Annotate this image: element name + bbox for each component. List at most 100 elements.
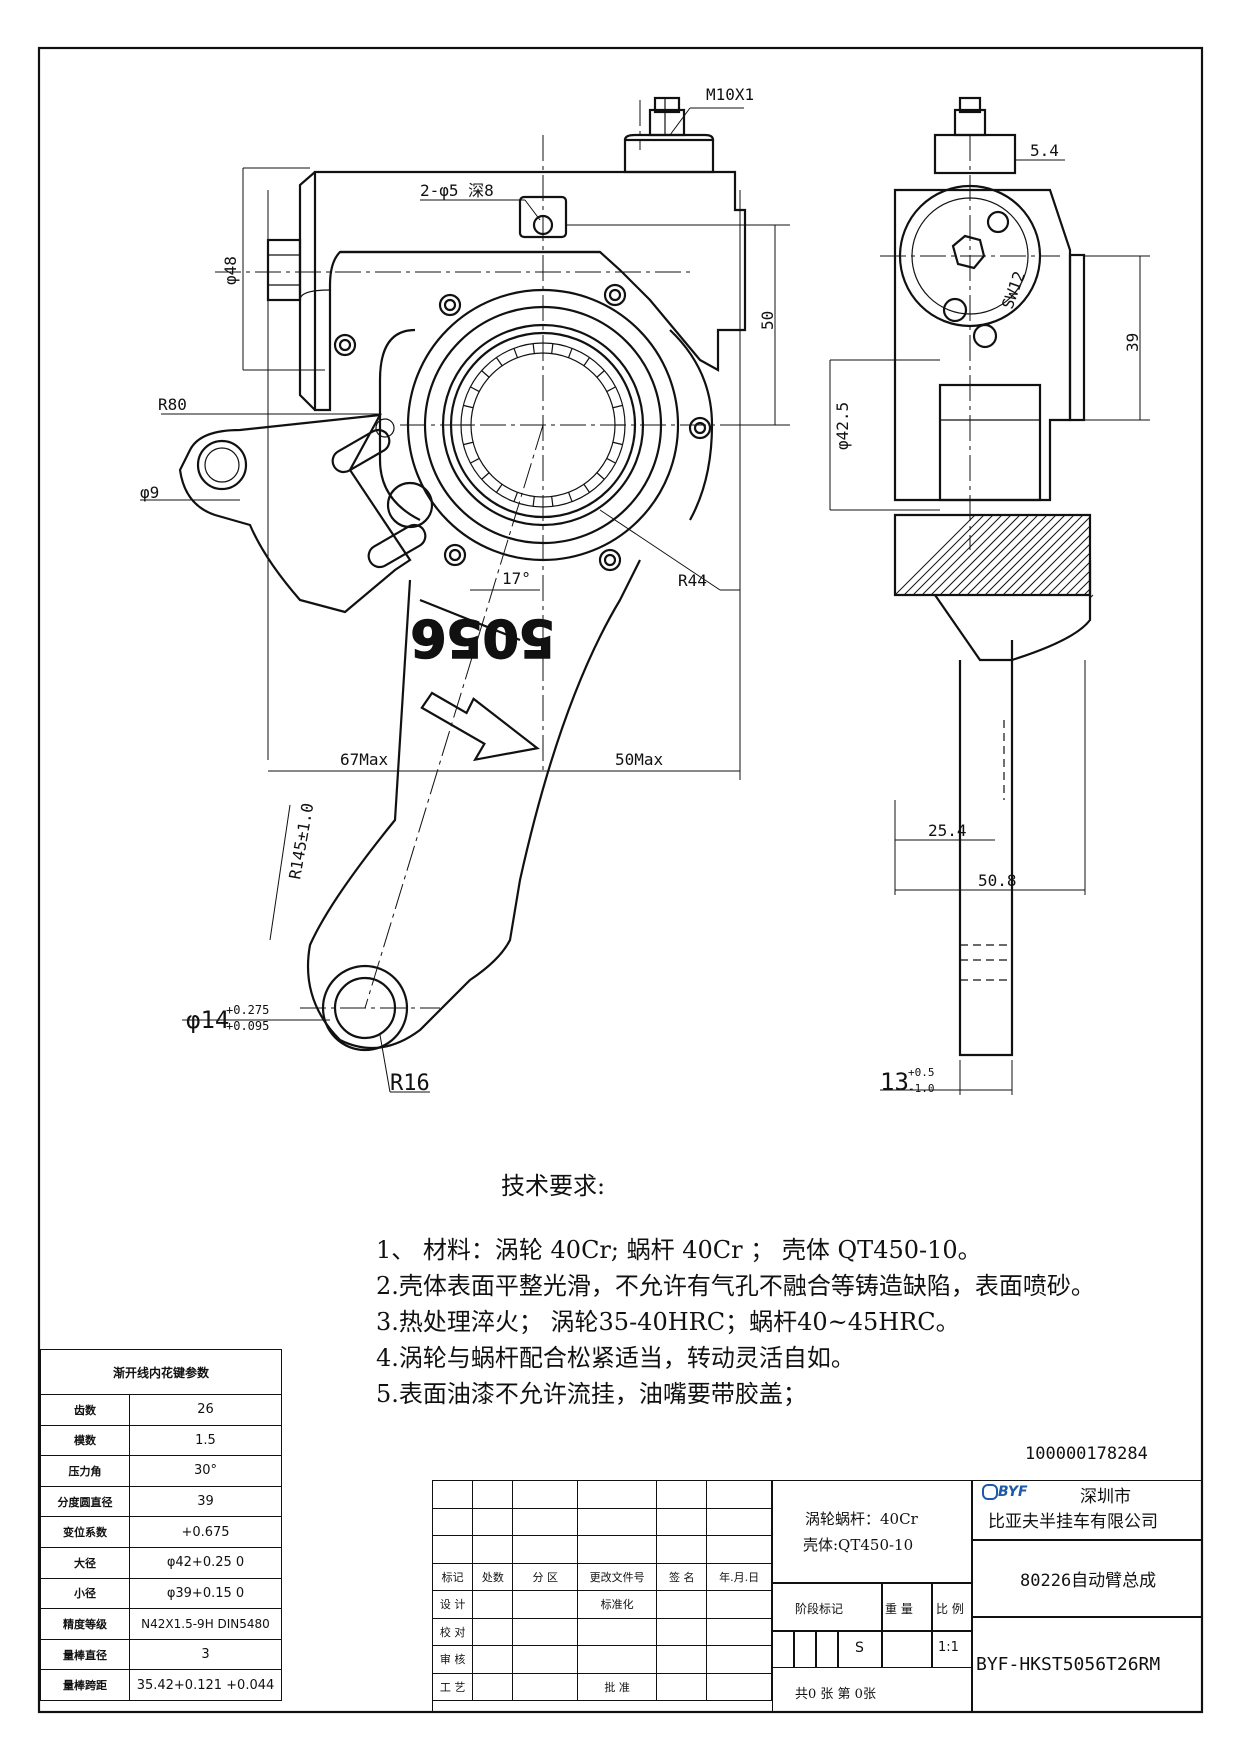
col-label: 年.月.日: [706, 1562, 772, 1591]
part-marking: 5056: [410, 607, 555, 667]
dim-25-4: 25.4: [928, 821, 967, 840]
spline-tooth: [481, 472, 490, 480]
dim-d14-lower: +0.095: [226, 1019, 269, 1033]
hatch-line: [894, 514, 976, 596]
part-name-box: [972, 1540, 1202, 1617]
dim-r16: R16: [390, 1071, 430, 1096]
spline-value: 35.42+0.121 +0.044: [129, 1669, 282, 1701]
row-label: 校 对: [431, 1617, 474, 1646]
hatch-line: [966, 514, 1048, 596]
dim-13-lower: -1.0: [908, 1082, 935, 1095]
material-box: [772, 1480, 972, 1583]
dim-r44: R44: [678, 571, 707, 590]
stage-cell: [838, 1631, 882, 1668]
hatch-line: [1038, 543, 1091, 596]
spline-tooth: [606, 457, 616, 464]
hatch-line: [1029, 534, 1091, 596]
dim-r80: R80: [158, 395, 187, 414]
spline-key: 精度等级: [40, 1608, 130, 1640]
spline-tooth: [583, 357, 591, 367]
approve-label: 批 准: [577, 1672, 658, 1701]
spline-key: 小径: [40, 1577, 130, 1610]
dim-d9: φ9: [140, 483, 159, 502]
section-hatch: [894, 514, 1094, 599]
bolt-icon: [438, 293, 462, 317]
note-item-2: 2.壳体表面平整光滑，不允许有气孔不融合等铸造缺陷，表面喷砂。: [376, 1272, 1095, 1300]
hatch-line: [912, 514, 994, 596]
dim-holes: 2-φ5 深8: [420, 181, 494, 200]
side-view: 5.4 SW12 39 φ42.5 25.4 50.8 13 +0.5 -1.0: [829, 96, 1150, 1096]
col-label: 更改文件号: [577, 1562, 658, 1591]
hatch-line: [1011, 516, 1091, 596]
spline-table-header: 渐开线内花键参数: [40, 1349, 282, 1395]
note-item-5: 5.表面油漆不允许流挂，油嘴要带胶盖；: [376, 1380, 807, 1408]
dim-d42-5: φ42.5: [833, 402, 852, 450]
spline-tooth: [481, 370, 490, 378]
material-line-1: 涡轮蜗杆：40Cr: [805, 1510, 918, 1528]
stage-label-cell: [772, 1583, 882, 1631]
spline-tooth: [532, 343, 535, 354]
dim-left-max: 67Max: [340, 750, 389, 769]
spline-value: φ39+0.15 0: [129, 1577, 282, 1610]
spline-value: +0.675: [129, 1516, 282, 1548]
bolt-icon: [443, 543, 467, 567]
spline-key: 变位系数: [40, 1516, 130, 1548]
spline-tooth: [596, 370, 605, 378]
weight-label: 重 量: [885, 1602, 913, 1616]
hatch-line: [903, 514, 985, 596]
stage-value: S: [855, 1640, 864, 1656]
company-logo: BYF: [982, 1484, 1028, 1500]
hatch-line: [975, 514, 1057, 596]
spline-tooth: [470, 457, 480, 464]
notes-title: 技术要求:: [501, 1172, 606, 1200]
bolt-icon: [333, 333, 357, 357]
revision-grid: 标记 处数 分 区 更改文件号 签 名 年.月.日 设 计 标准化 校 对 审 …: [431, 1480, 772, 1701]
spline-tooth: [596, 472, 605, 480]
hatch-line: [1074, 579, 1091, 596]
col-label: 标记: [431, 1562, 474, 1591]
logo-circle-icon: [982, 1484, 998, 1500]
spline-tooth: [532, 496, 535, 507]
spline-value: φ42+0.25 0: [129, 1546, 282, 1579]
stage-cell: [772, 1631, 794, 1668]
stage-cell: [816, 1631, 838, 1668]
row-label: 审 核: [431, 1645, 474, 1674]
spline-tooth: [495, 357, 503, 367]
spline-tooth: [612, 441, 623, 446]
dim-thread: M10X1: [706, 85, 754, 104]
drawing-no-box: [972, 1617, 1202, 1712]
hatch-line: [930, 514, 1012, 596]
spline-key: 齿数: [40, 1394, 130, 1426]
bolt-icon: [688, 416, 712, 440]
dim-50-8: 50.8: [978, 871, 1017, 890]
spline-key: 量棒跨距: [40, 1669, 130, 1701]
spline-tooth: [463, 404, 474, 409]
dim-13: 13: [880, 1068, 909, 1096]
bolt-icon: [598, 548, 622, 572]
drawing-number: BYF-HKST5056T26RM: [976, 1654, 1161, 1675]
note-item-4: 4.涡轮与蜗杆配合松紧适当，转动灵活自如。: [376, 1344, 855, 1372]
dim-13-upper: +0.5: [908, 1066, 935, 1079]
spline-value: N42X1.5-9H DIN5480: [129, 1608, 282, 1640]
spline-tooth: [567, 492, 573, 502]
material-line-2: 壳体:QT450-10: [803, 1536, 914, 1554]
spline-value: 3: [129, 1638, 282, 1671]
note-item-1: 1、 材料：涡轮 40Cr; 蜗杆 40Cr ； 壳体 QT450-10。: [376, 1236, 982, 1264]
note-item-3: 3.热处理淬火； 涡轮35-40HRC；蜗杆40~45HRC。: [376, 1308, 960, 1336]
dim-d14: φ14: [186, 1006, 229, 1034]
spline-key: 模数: [40, 1424, 130, 1457]
document-code: 100000178284: [1025, 1444, 1148, 1464]
spline-value: 30°: [129, 1455, 282, 1487]
spline-tooth: [551, 496, 554, 507]
col-label: 分 区: [512, 1562, 579, 1591]
front-view: 5056 M10X1 2: [140, 85, 790, 1096]
drawing-border: [37, 46, 1204, 1714]
row-label: 设 计: [431, 1590, 474, 1619]
spline-tooth: [463, 441, 474, 446]
hatch-line: [957, 514, 1039, 596]
hatch-line: [984, 514, 1066, 596]
spline-tooth: [612, 404, 623, 409]
hatch-line: [1056, 561, 1091, 596]
company-line-2: 比亚夫半挂车有限公司: [988, 1512, 1158, 1532]
